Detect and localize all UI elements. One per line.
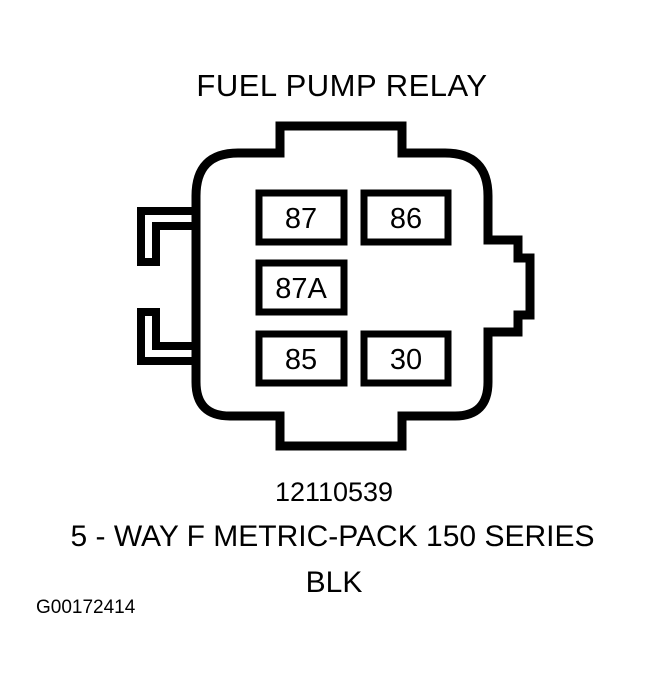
pin-label: 87A	[275, 273, 327, 305]
figure-id: G00172414	[36, 597, 136, 618]
connector-color: BLK	[305, 566, 363, 599]
latch-tab-lower	[137, 308, 196, 365]
pin-label: 86	[390, 203, 422, 235]
pin-label: 87	[285, 203, 317, 235]
diagram-title: FUEL PUMP RELAY	[196, 68, 488, 103]
latch-tab-upper	[137, 207, 196, 266]
pin-cavity-86: 86	[360, 189, 452, 246]
pin-cavity-87a: 87A	[255, 259, 348, 316]
pin-label: 30	[390, 344, 422, 376]
part-number: 12110539	[274, 477, 394, 507]
connector-description: 5 - WAY F METRIC-PACK 150 SERIES	[70, 520, 595, 553]
connector-body-inner-outline	[205, 135, 521, 437]
pin-cavity-87: 87	[255, 189, 348, 246]
pin-cavity-85: 85	[255, 330, 348, 387]
connector-body-outline	[191, 121, 535, 451]
pin-cavity-30: 30	[360, 330, 452, 387]
pin-label: 85	[285, 344, 317, 376]
